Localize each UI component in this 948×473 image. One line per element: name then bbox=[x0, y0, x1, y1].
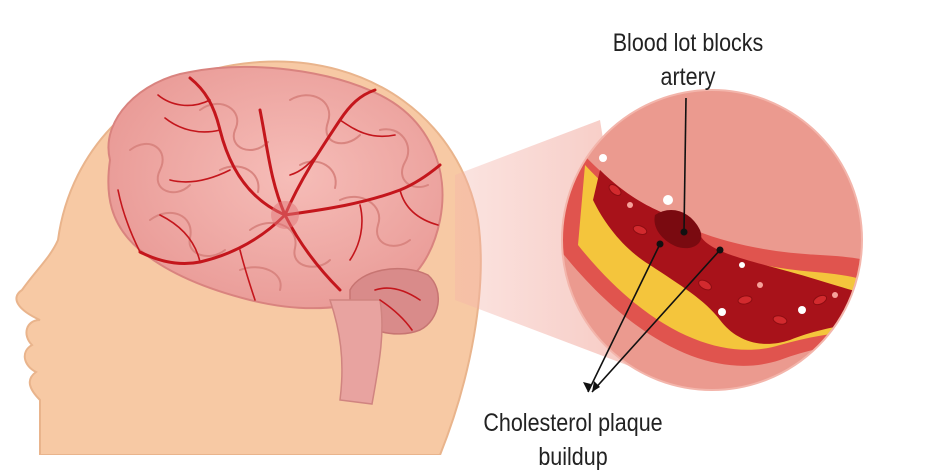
clot-label-line2: artery bbox=[660, 63, 716, 91]
plaque-label-line1: Cholesterol plaque bbox=[483, 409, 663, 437]
brain-icon bbox=[107, 65, 444, 405]
magnifier-circle-icon bbox=[561, 89, 863, 391]
plaque-label-line2: buildup bbox=[538, 443, 608, 471]
clot-label-line1: Blood lot blocks bbox=[612, 29, 764, 57]
pointer-lines bbox=[587, 97, 721, 393]
stroke-illustration bbox=[15, 60, 863, 455]
